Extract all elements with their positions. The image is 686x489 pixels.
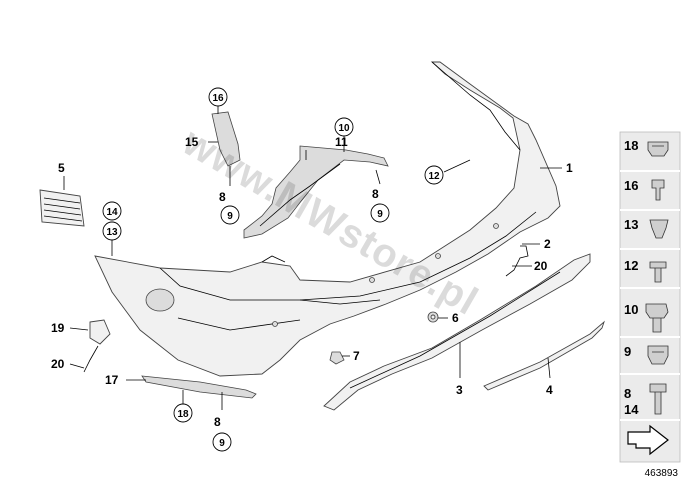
panel-label-18: 18: [624, 138, 638, 153]
callout-9-b: 9: [377, 209, 383, 220]
callout-circle-12: [424, 165, 444, 185]
callout-18: 18: [177, 409, 189, 420]
panel-label-16: 16: [624, 178, 638, 193]
callout-circle-13: [102, 221, 122, 241]
reflector-grille: [39, 189, 85, 227]
callout-12: 12: [428, 171, 440, 182]
callout-17: 17: [105, 373, 119, 387]
callout-1: 1: [566, 161, 573, 175]
callouts: 1 2 3 4 5 6 7 11 15 17 19 20 20 8 8 8 16…: [51, 87, 573, 452]
callout-20-left: 20: [51, 357, 65, 371]
small-clip-6: [427, 311, 439, 323]
panel-label-12: 12: [624, 258, 638, 273]
panel-label-8: 8: [624, 386, 631, 401]
callout-13: 13: [106, 227, 118, 238]
pdc-sensor-hole: [369, 277, 375, 283]
leader-lines: [63, 104, 562, 410]
trim-strip: [323, 253, 591, 411]
callout-circle-14: [102, 201, 122, 221]
direction-arrow-icon: [627, 424, 669, 456]
panel-label-9: 9: [624, 344, 631, 359]
callout-circle-18: [173, 403, 193, 423]
lower-trim-strip: [141, 375, 257, 399]
callout-10: 10: [338, 123, 350, 134]
hex-screw-icon: [649, 383, 667, 415]
panel-label-10: 10: [624, 302, 638, 317]
panel-label-14: 14: [624, 402, 639, 417]
side-bracket: [211, 111, 241, 167]
callout-circle-16: [208, 87, 228, 107]
callout-circle-9-c: [212, 432, 232, 452]
small-clip-7: [329, 351, 345, 365]
callout-circle-9-a: [220, 205, 240, 225]
callout-4: 4: [546, 383, 553, 397]
hex-bolt-icon: [645, 303, 669, 333]
pdc-sensor-hole: [493, 223, 499, 229]
callout-6: 6: [452, 311, 459, 325]
spring-nut-icon: [647, 345, 669, 365]
fastener-panel: 18 16 13 12 10 9 8 14: [619, 131, 681, 463]
callout-19: 19: [51, 321, 65, 335]
callout-8-a: 8: [219, 190, 226, 204]
callout-14: 14: [106, 207, 118, 218]
torx-screw-icon: [649, 261, 667, 283]
callout-8-c: 8: [214, 415, 221, 429]
panel-label-13: 13: [624, 217, 638, 232]
callout-9-c: 9: [219, 438, 225, 449]
callout-15: 15: [185, 135, 199, 149]
clip-nut-icon: [647, 141, 669, 157]
fastener-panel-bg: [619, 131, 681, 463]
callout-5: 5: [58, 161, 65, 175]
bracket-2-wire: [505, 245, 529, 277]
bumper-bracket: [243, 145, 389, 239]
spreading-rivet-icon: [649, 219, 669, 239]
callout-11: 11: [335, 135, 348, 149]
callout-circle-9-b: [370, 203, 390, 223]
callout-16: 16: [212, 93, 224, 104]
rear-bumper-panel: [94, 61, 561, 377]
callout-7: 7: [353, 349, 360, 363]
tow-hook-opening: [145, 288, 175, 312]
callout-8-b: 8: [372, 187, 379, 201]
pdc-sensor-hole: [272, 321, 278, 327]
callout-2: 2: [544, 237, 551, 251]
diagram-reference-number: 463893: [644, 468, 678, 479]
chrome-moulding: [483, 320, 605, 391]
callout-9-a: 9: [227, 211, 233, 222]
callout-circle-10: [334, 117, 354, 137]
pdc-sensor-hole: [435, 253, 441, 259]
callout-3: 3: [456, 383, 463, 397]
callout-20-right: 20: [534, 259, 548, 273]
tow-eye-cover: [83, 319, 111, 373]
expanding-rivet-icon: [651, 179, 665, 201]
